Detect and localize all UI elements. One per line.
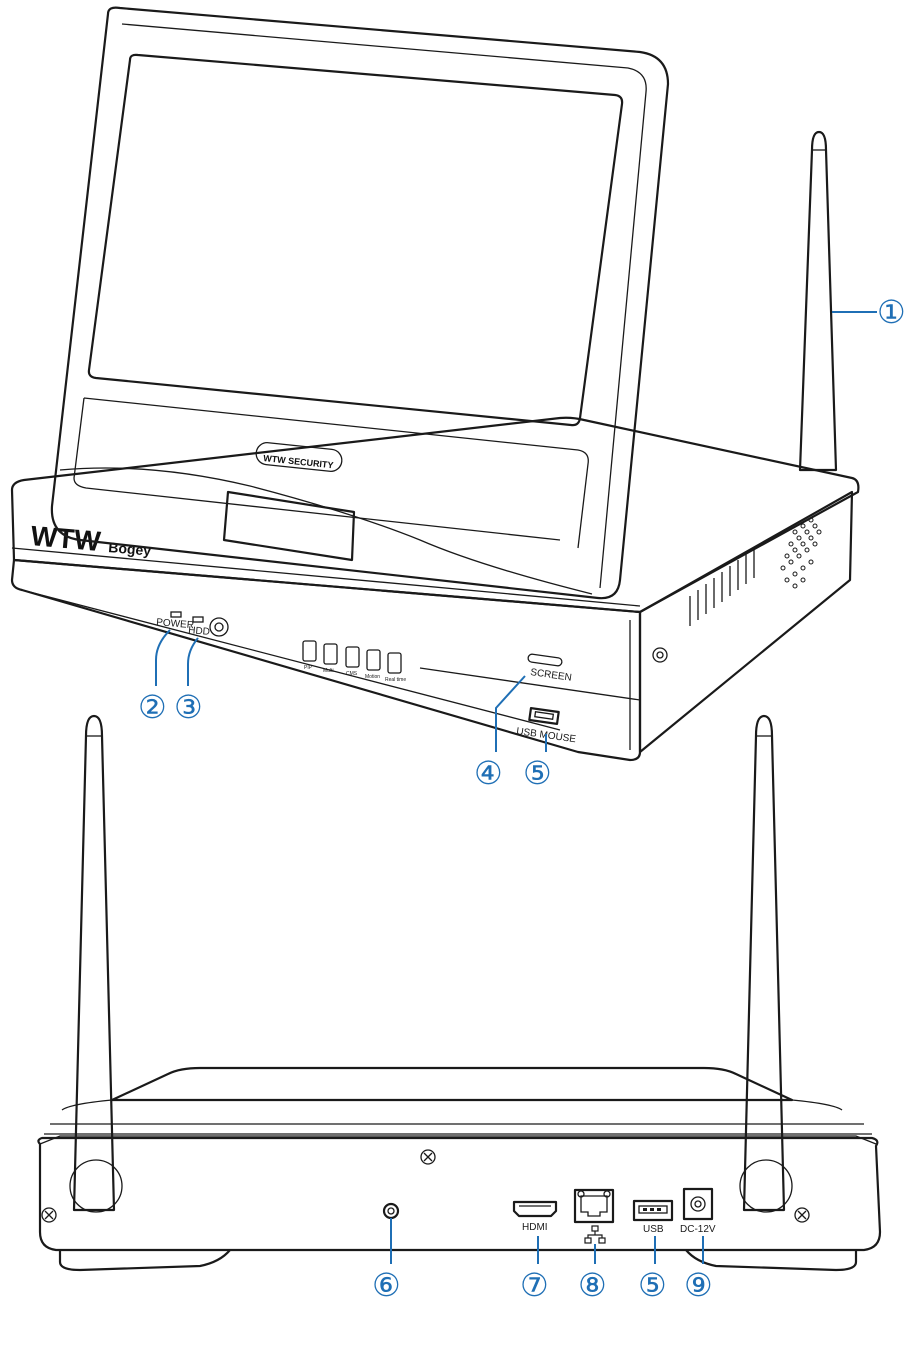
callout-1: ①	[877, 293, 906, 331]
callout-2: ②	[138, 688, 167, 726]
ir-receiver	[209, 617, 229, 637]
hdd-led	[192, 616, 204, 623]
dc-jack	[682, 1187, 714, 1221]
callout-line-3	[187, 637, 199, 686]
front-antenna	[798, 130, 838, 472]
rear-nvr-body	[37, 1066, 882, 1272]
model-name: Bogey	[108, 539, 152, 559]
lan-port	[573, 1188, 615, 1224]
hdd-label: HDD	[188, 625, 211, 638]
brand-logo: WTW	[29, 520, 102, 557]
pip-button[interactable]	[302, 640, 317, 662]
pip-label: PIP	[304, 665, 313, 671]
hdmi-label: HDMI	[522, 1222, 548, 1233]
usb-port	[632, 1199, 674, 1222]
motion-label: Motion	[365, 674, 380, 680]
callout-7: ⑦	[520, 1266, 549, 1304]
power-led	[170, 611, 182, 618]
network-icon	[584, 1225, 606, 1244]
cms-label: CMS	[346, 671, 358, 677]
screen-button[interactable]	[527, 653, 563, 667]
cms-button[interactable]	[345, 646, 360, 668]
rear-antenna-left	[72, 714, 116, 1212]
motion-button[interactable]	[366, 649, 381, 671]
front-buttons: PIP Multi CMS Motion Real time	[302, 640, 406, 683]
front-nvr-body	[10, 416, 860, 762]
screen-button-label: SCREEN	[530, 667, 573, 684]
speaker-grille	[780, 517, 822, 589]
realtime-label: Real time	[385, 677, 406, 683]
power-label: POWER	[156, 617, 195, 631]
callout-line-4	[495, 675, 526, 752]
realtime-button[interactable]	[387, 652, 402, 674]
callout-8: ⑧	[578, 1266, 607, 1304]
callout-4: ④	[474, 754, 503, 792]
monitor	[50, 6, 670, 600]
dc-label: DC-12V	[680, 1224, 716, 1235]
multi-label: Multi	[323, 668, 334, 674]
screen-badge: WTW SECURITY	[255, 442, 343, 472]
multi-button[interactable]	[323, 643, 338, 665]
callout-5-rear: ⑤	[638, 1266, 667, 1304]
hdmi-port	[512, 1200, 558, 1218]
rear-antenna-right	[742, 714, 786, 1212]
reset-hole	[382, 1202, 400, 1220]
callout-9: ⑨	[684, 1266, 713, 1304]
callout-5-front: ⑤	[523, 754, 552, 792]
callout-line-2	[155, 629, 171, 686]
callout-6: ⑥	[372, 1266, 401, 1304]
usb-label: USB	[643, 1224, 664, 1235]
usb-mouse-port	[528, 707, 560, 725]
callout-3: ③	[174, 688, 203, 726]
